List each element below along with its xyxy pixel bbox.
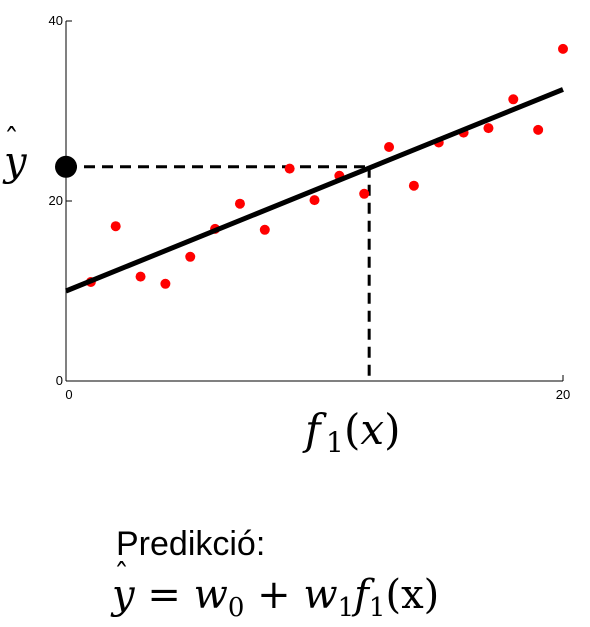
- guide-lines: [66, 165, 371, 381]
- y-hat-accent: ˆ: [4, 123, 19, 158]
- data-point: [359, 188, 370, 199]
- y-hat-label: y: [2, 139, 28, 185]
- formula-w0: w0: [193, 572, 245, 623]
- data-point: [508, 94, 519, 105]
- y-tick-label: 0: [56, 373, 63, 388]
- x-tick-label: 0: [65, 387, 72, 402]
- data-point: [309, 195, 320, 206]
- fit-line: [65, 87, 564, 294]
- svg-text:1: 1: [326, 426, 344, 459]
- data-point: [558, 43, 568, 54]
- fit-line-group: [55, 87, 564, 294]
- data-point: [160, 278, 171, 289]
- svg-text:f: f: [302, 405, 327, 454]
- data-point: [408, 180, 419, 191]
- y-tick-label: 20: [49, 193, 63, 208]
- data-point: [110, 221, 121, 232]
- formula-w1: w1: [303, 572, 355, 623]
- data-point: [135, 271, 146, 282]
- data-point: [234, 198, 245, 209]
- formula-f1: f1: [354, 572, 386, 623]
- y-tick-label: 40: [49, 13, 63, 28]
- data-point: [185, 251, 196, 262]
- data-point: [533, 124, 544, 135]
- formula-plus: +: [257, 572, 291, 618]
- f1x-label: f 1 (x): [302, 405, 400, 459]
- formula-equals: =: [147, 572, 181, 618]
- data-point: [259, 224, 270, 235]
- data-point: [483, 123, 494, 134]
- data-point: [384, 142, 395, 152]
- axis-labels: y ˆ f 1 (x): [2, 123, 400, 459]
- prediction-label: Predikció:: [116, 525, 266, 563]
- prediction-marker: [55, 155, 77, 178]
- formula-arg: (x): [385, 572, 440, 618]
- x-tick-label: 20: [556, 387, 570, 402]
- data-point: [284, 163, 295, 174]
- axes: 0 20 40 0 20: [49, 13, 571, 402]
- svg-text:(x): (x): [344, 405, 400, 454]
- regression-plot: 0 20 40 0 20 y ˆ f 1 (x): [2, 13, 571, 459]
